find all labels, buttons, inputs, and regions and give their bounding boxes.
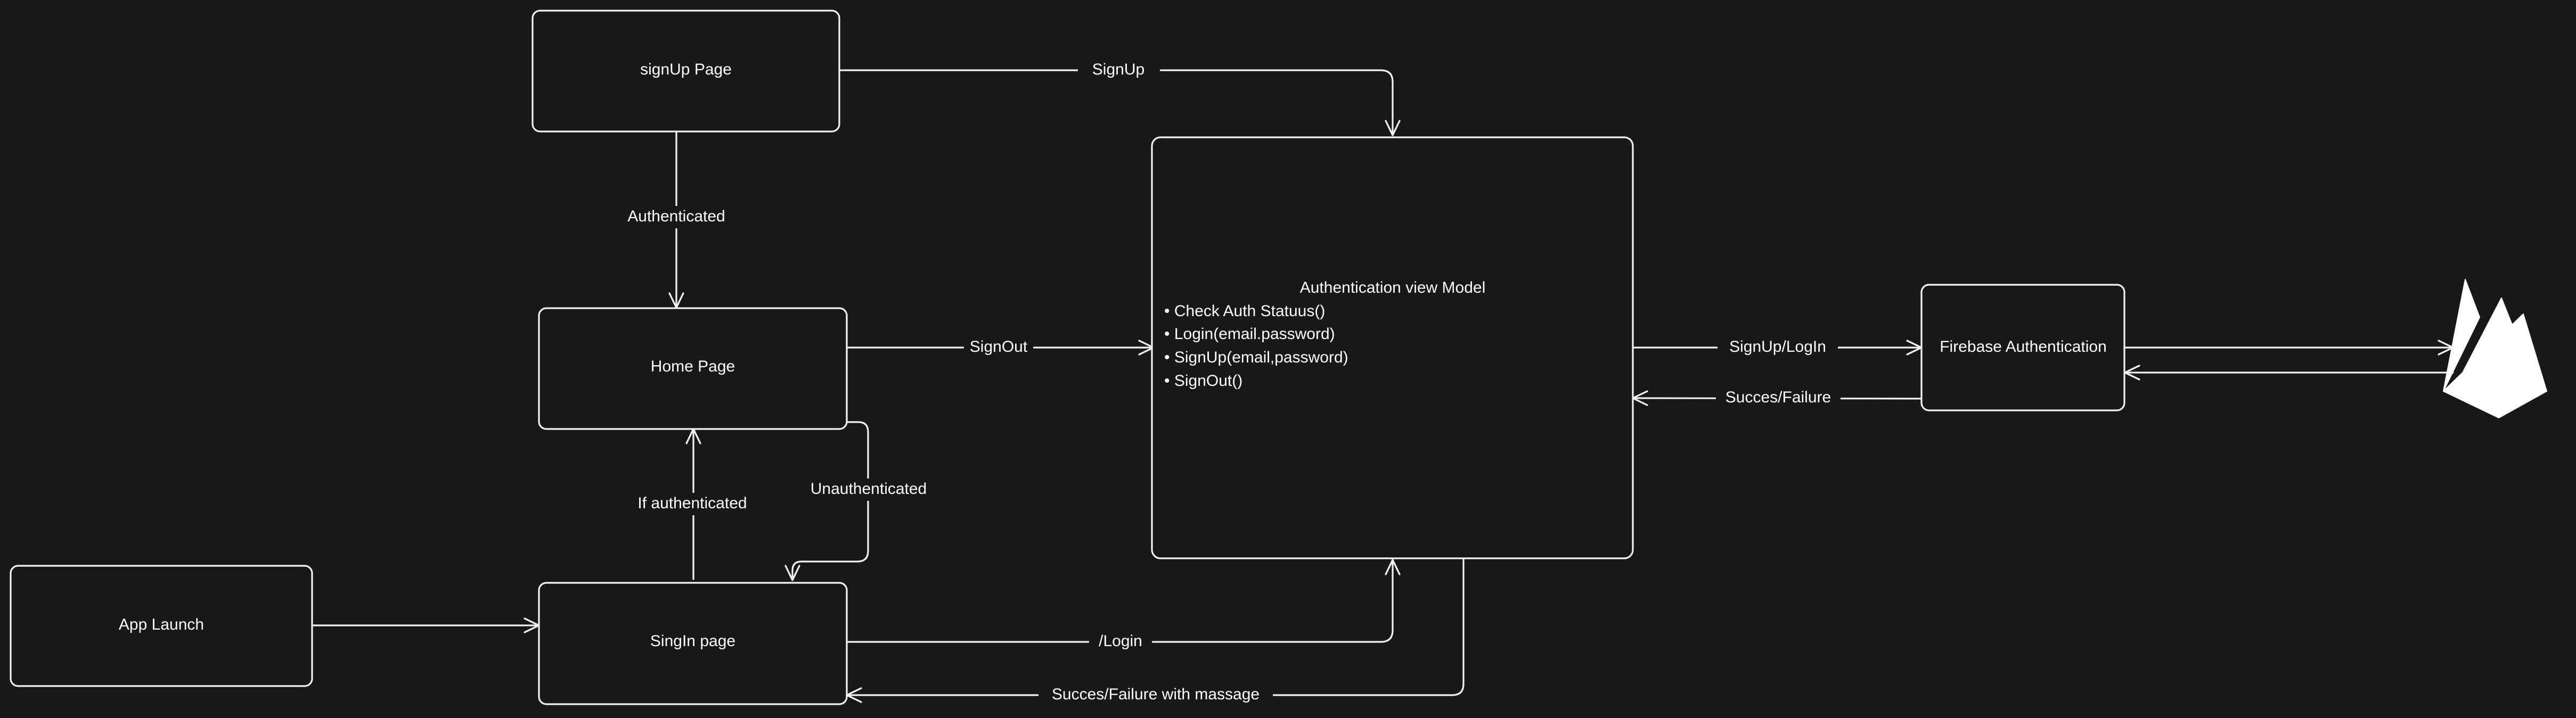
home-page-node: Home Page xyxy=(538,307,848,430)
edge-home-page-to-signin-page-unauthenticated xyxy=(784,421,869,581)
login-edge-label: /Login xyxy=(1099,632,1142,650)
home-page-box xyxy=(538,307,848,430)
view-model-method-login: • Login(email.password) xyxy=(1164,325,1335,343)
signup-login-label-background xyxy=(1718,336,1838,359)
authenticated-edge-label: Authenticated xyxy=(627,208,725,225)
signup-page-node: signUp Page xyxy=(531,10,840,133)
firebase-authentication-box xyxy=(1920,284,2125,411)
firebase-logo-right-flame xyxy=(2443,313,2547,418)
unauthenticated-edge-label: Unauthenticated xyxy=(811,480,927,498)
signin-page-label: SingIn page xyxy=(650,632,735,650)
view-model-method-signup: • SignUp(email,password) xyxy=(1164,349,1348,366)
signup-page-box xyxy=(531,10,840,133)
signup-label-background xyxy=(1078,59,1160,81)
authenticated-label-background xyxy=(618,206,735,228)
signup-page-label: signUp Page xyxy=(640,61,732,78)
success-failure-message-edge-label: Succes/Failure with massage xyxy=(1052,686,1260,703)
signout-edge-label: SignOut xyxy=(970,338,1028,356)
app-launch-box xyxy=(10,565,313,687)
edge-signup-page-to-view-model xyxy=(839,69,1401,136)
authentication-view-model-node: Authentication view Model • Check Auth S… xyxy=(1151,136,1634,559)
view-model-method-check-auth: • Check Auth Statuus() xyxy=(1164,302,1325,320)
if-authenticated-label-background xyxy=(626,493,759,515)
firebase-authentication-node: Firebase Authentication xyxy=(1920,284,2125,411)
firebase-logo-left-flame xyxy=(2443,279,2480,392)
edge-signin-page-to-view-model-login xyxy=(846,559,1401,643)
app-launch-node: App Launch xyxy=(10,565,313,687)
home-page-label: Home Page xyxy=(651,358,735,375)
view-model-method-signout: • SignOut() xyxy=(1164,372,1242,390)
success-failure-label-background xyxy=(1716,387,1841,409)
authentication-view-model-title: Authentication view Model xyxy=(1300,279,1486,296)
signout-label-background xyxy=(964,336,1033,359)
success-failure-message-label-background xyxy=(1038,684,1273,706)
login-label-background xyxy=(1089,631,1152,653)
app-launch-label: App Launch xyxy=(119,616,204,633)
firebase-logo-icon xyxy=(2443,279,2547,418)
edge-view-model-to-signin-page-result xyxy=(846,558,1465,703)
signup-edge-label: SignUp xyxy=(1092,61,1144,78)
if-authenticated-edge-label: If authenticated xyxy=(637,494,747,512)
signin-page-box xyxy=(538,582,848,705)
unauthenticated-label-background xyxy=(802,478,935,501)
signin-page-node: SingIn page xyxy=(538,582,848,705)
success-failure-edge-label: Succes/Failure xyxy=(1725,389,1831,406)
authentication-view-model-box xyxy=(1151,136,1634,559)
firebase-authentication-label: Firebase Authentication xyxy=(1940,338,2107,356)
signup-login-edge-label: SignUp/LogIn xyxy=(1729,338,1826,356)
